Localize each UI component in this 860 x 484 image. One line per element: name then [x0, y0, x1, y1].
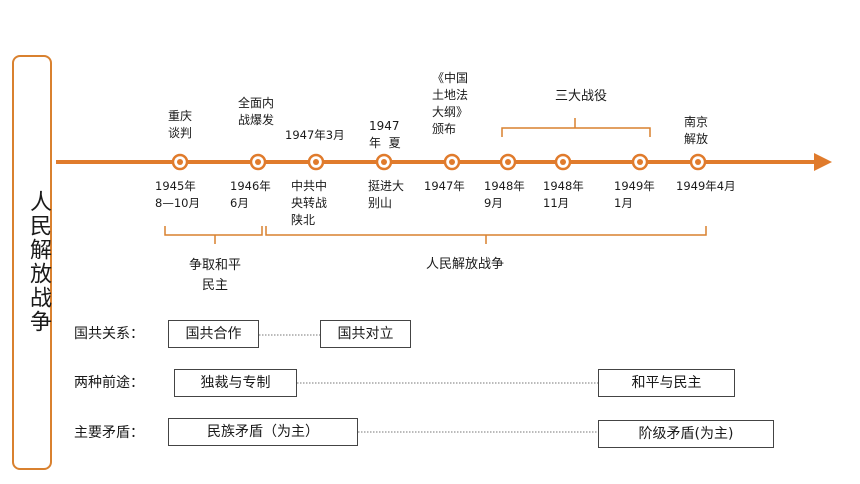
event-below-3: 中共中 央转战 陕北	[291, 179, 328, 227]
event-above-9: 南京 解放	[684, 115, 709, 146]
event-below-9: 1949年4月	[676, 179, 736, 193]
event-below-4: 挺进大 别山	[368, 179, 405, 210]
side-title: 人民解放战争	[26, 190, 51, 334]
box-dictatorship: 独裁与专制	[174, 369, 297, 397]
event-above-1: 重庆 谈判	[167, 109, 192, 140]
event-above-4: 1947 年 夏	[369, 119, 401, 150]
side-title-box	[12, 55, 52, 470]
timeline-arrowhead	[814, 153, 832, 171]
event-below-8: 1949年 1月	[614, 179, 655, 210]
event-above-2: 全面内 战爆发	[237, 96, 274, 127]
phase-left-label: 争取和平 民主	[188, 258, 241, 293]
phase-right-label: 人民解放战争	[426, 257, 505, 272]
phase-left-brace	[164, 226, 263, 244]
row-label-relations: 国共关系：	[74, 326, 144, 342]
three-campaigns-label: 三大战役	[555, 89, 608, 104]
box-class-contradiction: 阶级矛盾(为主)	[598, 420, 774, 448]
event-above-3: 1947年3月	[285, 128, 345, 142]
event-below-1: 1945年 8—10月	[155, 179, 200, 210]
event-below-7: 1948年 11月	[543, 179, 584, 210]
event-below-6: 1948年 9月	[484, 179, 525, 210]
phase-right-brace	[265, 226, 707, 244]
event-below-2: 1946年 6月	[230, 179, 271, 210]
three-campaigns-brace	[501, 118, 651, 137]
box-opposition: 国共对立	[320, 320, 411, 348]
box-cooperation: 国共合作	[168, 320, 259, 348]
row-label-contradiction: 主要矛盾：	[74, 425, 144, 441]
event-above-5: 《中国 土地法 大纲》 颁布	[432, 71, 469, 136]
box-national-contradiction: 民族矛盾（为主）	[168, 418, 358, 446]
row-label-futures: 两种前途：	[74, 375, 144, 391]
event-below-5: 1947年	[424, 179, 465, 193]
box-peace-democracy: 和平与民主	[598, 369, 735, 397]
